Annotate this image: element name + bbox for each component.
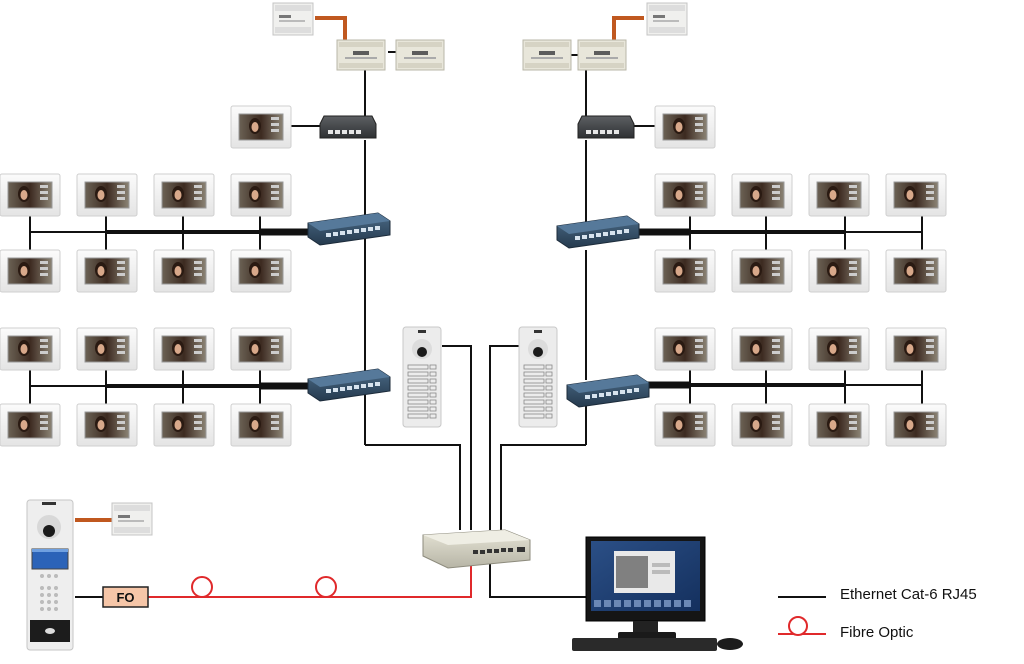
fibre-loop-icon (191, 576, 213, 598)
indoor-monitor-icon[interactable] (885, 173, 947, 217)
power-supply-icon[interactable] (272, 2, 314, 36)
management-pc-icon[interactable] (572, 536, 743, 651)
indoor-monitor-icon[interactable] (230, 327, 292, 371)
indoor-monitor-icon[interactable] (654, 327, 716, 371)
relay-module-icon[interactable] (577, 39, 627, 71)
indoor-monitor-icon[interactable] (808, 249, 870, 293)
indoor-monitor-icon[interactable] (0, 403, 61, 447)
fo-label: FO (116, 590, 134, 605)
entrance-panel-icon[interactable] (26, 499, 74, 651)
network-switch-icon[interactable] (556, 215, 640, 249)
indoor-monitor-icon[interactable] (808, 327, 870, 371)
indoor-monitor-icon[interactable] (230, 105, 292, 149)
network-switch-icon[interactable] (307, 368, 391, 402)
indoor-monitor-icon[interactable] (230, 403, 292, 447)
indoor-monitor-icon[interactable] (885, 403, 947, 447)
door-station-icon[interactable] (402, 326, 442, 428)
network-switch-icon[interactable] (577, 115, 635, 139)
poe-switch-icon[interactable] (422, 529, 531, 569)
indoor-monitor-icon[interactable] (153, 249, 215, 293)
relay-module-icon[interactable] (522, 39, 572, 71)
indoor-monitor-icon[interactable] (654, 403, 716, 447)
indoor-monitor-icon[interactable] (808, 403, 870, 447)
indoor-monitor-icon[interactable] (153, 327, 215, 371)
mouse-icon (717, 638, 743, 650)
indoor-monitor-icon[interactable] (885, 327, 947, 371)
indoor-monitor-icon[interactable] (0, 249, 61, 293)
indoor-monitor-icon[interactable] (808, 173, 870, 217)
network-switch-icon[interactable] (307, 212, 391, 246)
indoor-monitor-icon[interactable] (654, 249, 716, 293)
fo-converter[interactable]: FO (102, 586, 149, 608)
indoor-monitor-icon[interactable] (654, 173, 716, 217)
indoor-monitor-icon[interactable] (76, 403, 138, 447)
network-switch-icon[interactable] (566, 374, 650, 408)
keyboard-icon (572, 638, 717, 651)
power-supply-icon[interactable] (646, 2, 688, 36)
ethernet-cables (29, 51, 923, 598)
network-switch-icon[interactable] (319, 115, 377, 139)
indoor-monitor-icon[interactable] (0, 327, 61, 371)
legend (778, 596, 826, 636)
indoor-monitor-icon[interactable] (76, 327, 138, 371)
indoor-monitor-icon[interactable] (76, 249, 138, 293)
relay-module-icon[interactable] (395, 39, 445, 71)
indoor-monitor-icon[interactable] (654, 105, 716, 149)
indoor-monitor-icon[interactable] (230, 173, 292, 217)
indoor-monitor-icon[interactable] (153, 403, 215, 447)
indoor-monitor-icon[interactable] (731, 173, 793, 217)
fibre-loop-icon (788, 616, 808, 636)
indoor-monitor-icon[interactable] (76, 173, 138, 217)
indoor-monitor-icon[interactable] (731, 249, 793, 293)
indoor-monitor-icon[interactable] (0, 173, 61, 217)
fibre-loop-icon (315, 576, 337, 598)
indoor-monitor-icon[interactable] (230, 249, 292, 293)
power-supply-icon[interactable] (111, 502, 153, 536)
fibre-optic-cable (148, 560, 472, 598)
legend-fibre-label: Fibre Optic (840, 624, 914, 641)
relay-module-icon[interactable] (336, 39, 386, 71)
indoor-monitor-icon[interactable] (731, 327, 793, 371)
legend-ethernet-label: Ethernet Cat-6 RJ45 (840, 586, 977, 603)
indoor-monitor-icon[interactable] (885, 249, 947, 293)
indoor-monitor-icon[interactable] (153, 173, 215, 217)
indoor-monitor-icon[interactable] (731, 403, 793, 447)
power-cables (75, 16, 644, 522)
door-station-icon[interactable] (518, 326, 558, 428)
